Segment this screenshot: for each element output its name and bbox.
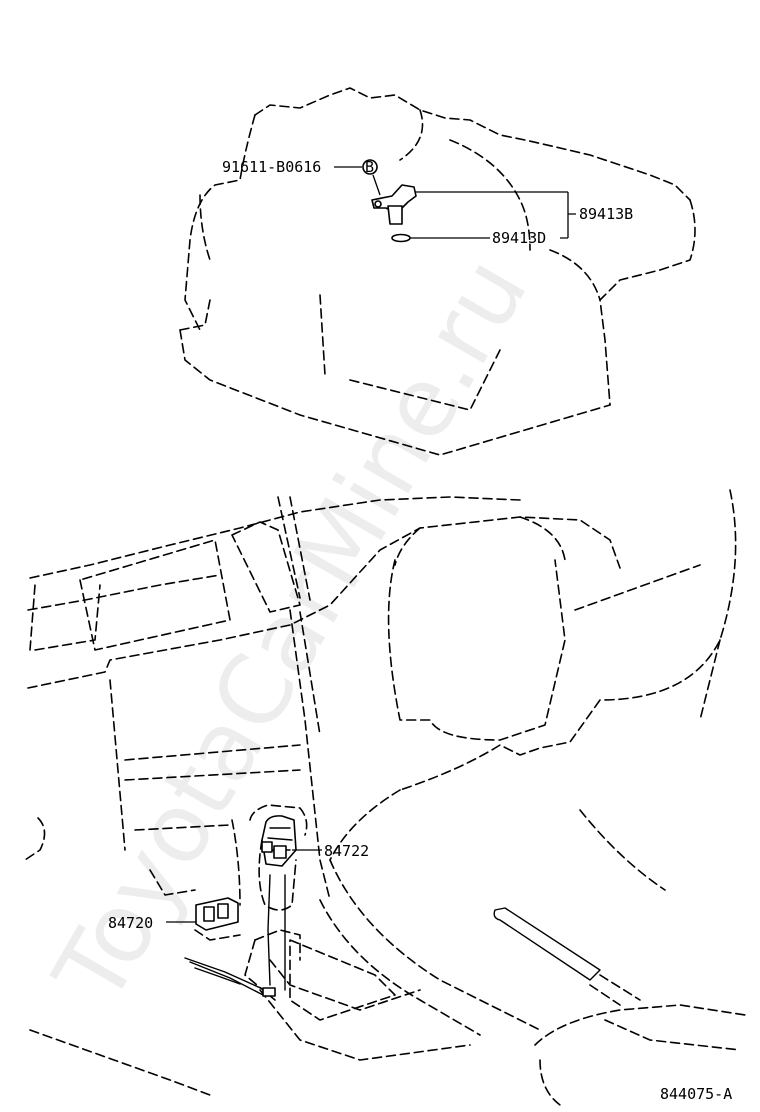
label-sensor: 89413B	[579, 205, 633, 223]
label-shift-switch: 84722	[324, 842, 369, 860]
label-bolt: 91611-B0616	[222, 158, 321, 176]
diagram-id: 844075-A	[660, 1085, 732, 1103]
label-o-ring: 89413D	[492, 229, 546, 247]
bolt-91611-B0616[interactable]: B	[334, 158, 381, 196]
bracket-89413B	[560, 192, 576, 239]
bolt-symbol-icon	[362, 159, 378, 175]
speed-sensor-89413B[interactable]	[371, 184, 568, 225]
o-ring-89413D[interactable]	[391, 233, 490, 243]
watermark: ToyotaCarMine.ru	[32, 239, 549, 1022]
shift-lever	[231, 804, 308, 991]
shift-position-switch-84722[interactable]	[261, 815, 322, 867]
wire-harness	[184, 957, 276, 997]
transmission-outline	[179, 87, 696, 456]
connector-84720[interactable]	[166, 897, 241, 941]
parking-brake-lever	[493, 907, 641, 1006]
dashboard-outline	[24, 489, 746, 1106]
label-connector: 84720	[108, 914, 153, 932]
bolt-symbol-letter: B	[365, 158, 374, 176]
